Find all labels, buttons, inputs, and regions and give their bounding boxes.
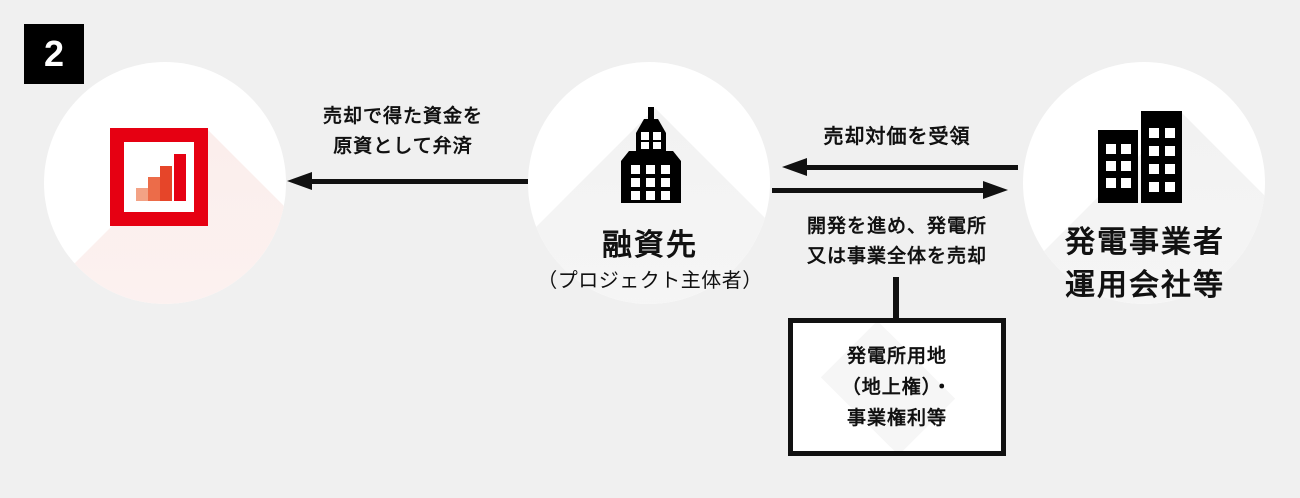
sale-proceeds-arrowhead-left	[782, 158, 807, 176]
two-buildings-icon	[1098, 111, 1182, 203]
step-number: 2	[43, 33, 65, 74]
repayment-arrow-line	[306, 179, 528, 184]
borrower-subtitle: （プロジェクト主体者）	[537, 270, 763, 292]
sale-proceeds-arrow-line	[801, 165, 1018, 170]
development-sale-arrowhead-right	[983, 181, 1008, 199]
operator-name: 発電事業者 運用会社等	[1023, 221, 1267, 307]
operator-node-circle	[1023, 62, 1265, 304]
asset-box: 発電所用地 （地上権）・ 事業権利等	[788, 318, 1006, 456]
funder-node-circle	[44, 62, 286, 304]
operator-name-line1: 発電事業者	[1065, 226, 1225, 259]
development-sale-arrow-line	[772, 188, 985, 193]
borrower-node-circle	[528, 62, 770, 304]
repayment-flow-label: 売却で得た資金を 原資として弁済	[322, 106, 483, 157]
bank-bar-chart-logo-icon	[110, 128, 208, 226]
asset-box-line1: 発電所用地	[846, 345, 947, 367]
asset-box-connector-line	[893, 277, 899, 320]
development-sale-flow-label: 開発を進め、発電所 又は事業全体を売却	[806, 216, 987, 267]
repayment-arrowhead-left	[287, 172, 312, 190]
asset-box-line2: （地上権）・	[841, 376, 953, 398]
sale-proceeds-flow-label: 売却対価を受領	[823, 126, 971, 148]
asset-box-line3: 事業権利等	[846, 407, 947, 429]
operator-name-line2: 運用会社等	[1065, 269, 1225, 302]
step-number-badge: 2	[24, 24, 84, 84]
office-building-icon	[621, 107, 681, 203]
borrower-name: 融資先	[602, 229, 698, 262]
